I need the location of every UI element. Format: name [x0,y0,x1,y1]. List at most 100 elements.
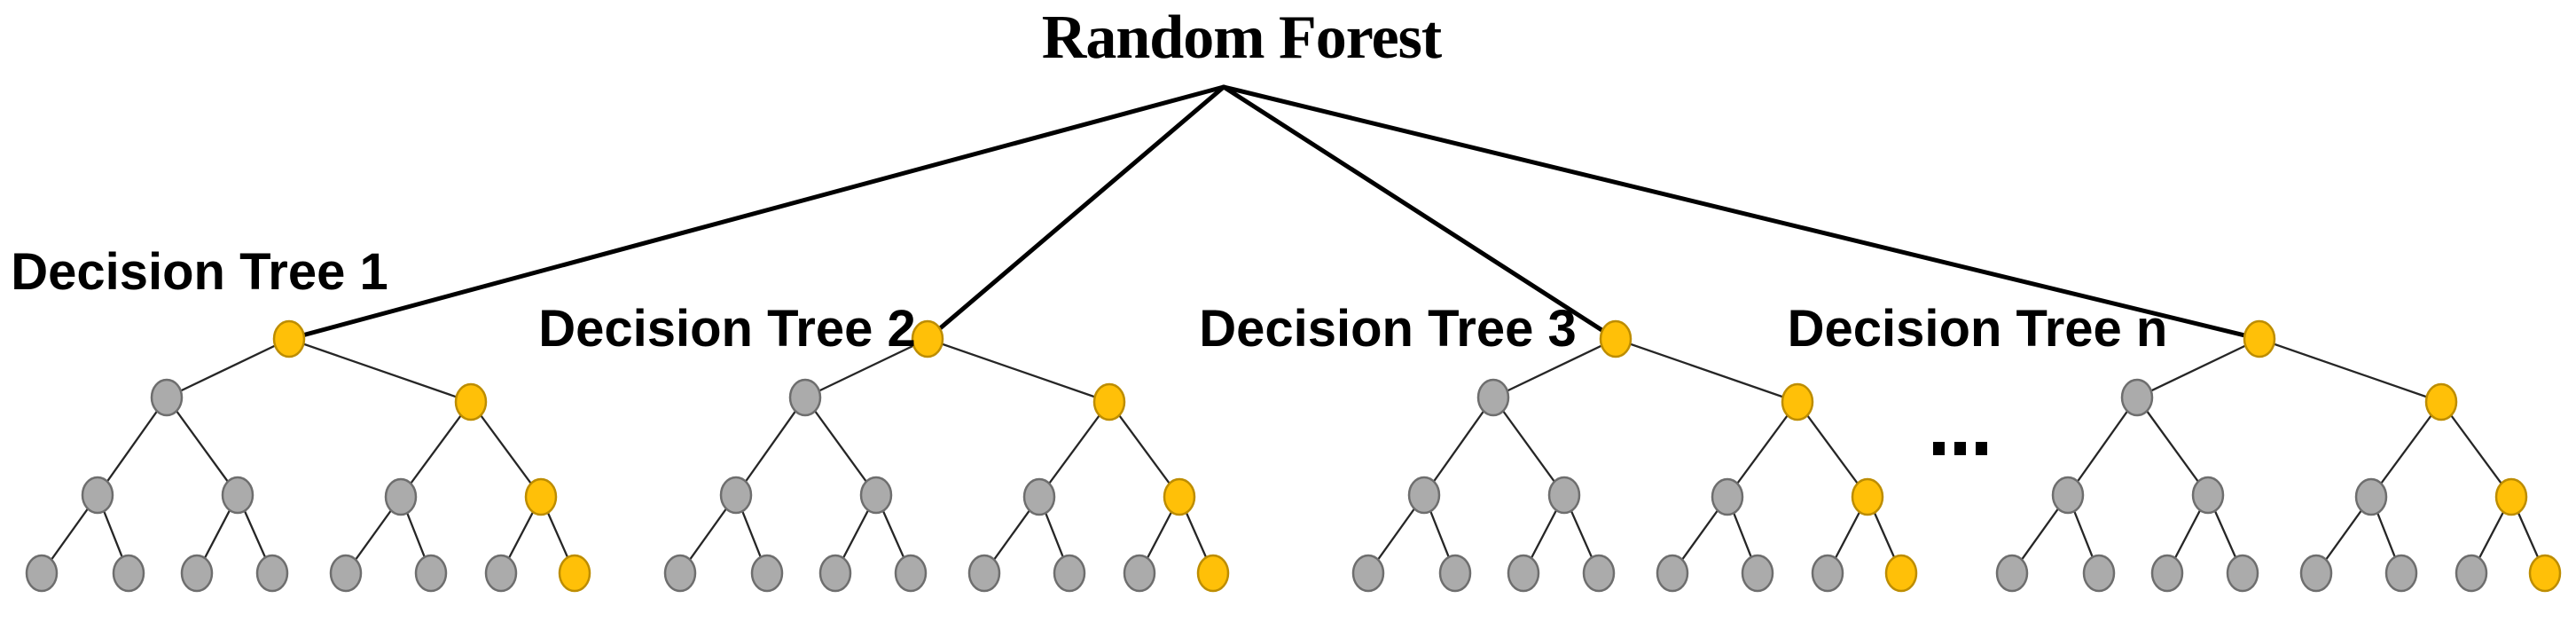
tree-node [112,554,145,593]
tree-node-highlighted [1884,554,1918,593]
tree-node [1438,554,1472,593]
tree-node-highlighted [1196,554,1230,593]
tree-node [719,476,753,515]
tree-node [1476,378,1510,417]
tree-node [150,378,184,417]
tree-node [1741,554,1774,593]
forest-connector-line-1 [286,84,1226,342]
decision-tree-2 [663,319,1230,593]
forest-connector-line-4 [1221,84,2262,342]
ellipsis-dot [1933,442,1945,455]
ellipsis-dot [1976,442,1987,455]
tree-node-highlighted [2424,382,2458,421]
tree-node [1123,554,1156,593]
tree-node-highlighted [2494,477,2528,516]
tree-node [384,477,418,516]
tree-node [180,554,214,593]
decision-tree-3 [1351,319,1918,593]
tree-edge [927,337,1110,404]
tree-node-highlighted [1851,477,1884,516]
tree-node [1711,477,1744,516]
tree-node [2191,476,2225,515]
tree-node [818,554,852,593]
ellipsis-dots [1933,442,1987,455]
page-title: Random Forest [1041,4,1442,72]
tree-node [2354,477,2388,516]
tree-edge [1615,337,1798,404]
tree-node [2226,554,2259,593]
tree-node [1351,554,1385,593]
tree-node [221,476,254,515]
tree-node [788,378,822,417]
tree-edge [1038,401,1110,498]
tree-edge [2370,401,2442,498]
tree-node [2051,476,2085,515]
tree-node-highlighted [1092,382,1126,421]
tree-label-3: Decision Tree 3 [1199,300,1577,358]
tree-node-highlighted [1163,477,1196,516]
tree-edge [2136,337,2260,399]
tree-node [967,554,1001,593]
tree-edge [2259,337,2442,404]
tree-node [894,554,928,593]
tree-edge [1726,401,1798,498]
ellipsis-dot [1954,442,1966,455]
tree-edge [1423,397,1494,496]
tree-label-n: Decision Tree n [1787,300,2168,358]
tree-node [1407,476,1441,515]
tree-node [2120,378,2154,417]
tree-node [859,476,893,515]
tree-node [25,554,59,593]
tree-node [1507,554,1540,593]
tree-node [2299,554,2333,593]
tree-node [2384,554,2418,593]
tree-node [2150,554,2184,593]
tree-node-highlighted [1599,319,1633,358]
tree-node [1022,477,1056,516]
tree-edge [1492,337,1617,399]
tree-edge [1108,401,1180,498]
tree-node-highlighted [1781,382,1814,421]
decision-trees [25,319,2562,593]
tree-edge [166,397,239,496]
tree-edge [2440,401,2512,498]
connector-lines [286,84,2262,342]
tree-node [414,554,448,593]
decision-tree-4 [1995,319,2562,593]
tree-node [2455,554,2488,593]
tree-label-1: Decision Tree 1 [11,243,388,301]
tree-edge [804,397,877,496]
tree-edge [1797,401,1868,498]
tree-label-2: Decision Tree 2 [538,300,916,358]
tree-node [1995,554,2029,593]
tree-node [329,554,363,593]
forest-connector-line-3 [1221,84,1618,342]
tree-node-highlighted [558,554,591,593]
tree-node [255,554,289,593]
tree-edge [470,401,542,498]
tree-node [1582,554,1616,593]
tree-edge [97,397,168,496]
tree-edge [735,397,806,496]
tree-node [2082,554,2116,593]
tree-node-highlighted [524,477,558,516]
tree-node-highlighted [2528,554,2562,593]
tree-node [484,554,518,593]
tree-node [1811,554,1844,593]
tree-edge [166,337,290,399]
tree-node [1547,476,1581,515]
tree-node [1656,554,1689,593]
tree-edge [2067,397,2138,496]
tree-node-highlighted [272,319,306,358]
decision-tree-1 [25,319,591,593]
tree-edge [288,337,472,404]
tree-node [81,476,114,515]
tree-node-highlighted [911,319,944,358]
tree-edge [804,337,928,399]
tree-node-highlighted [454,382,488,421]
tree-node [1053,554,1086,593]
tree-node [663,554,697,593]
tree-node-highlighted [2243,319,2276,358]
tree-edge [400,401,472,498]
